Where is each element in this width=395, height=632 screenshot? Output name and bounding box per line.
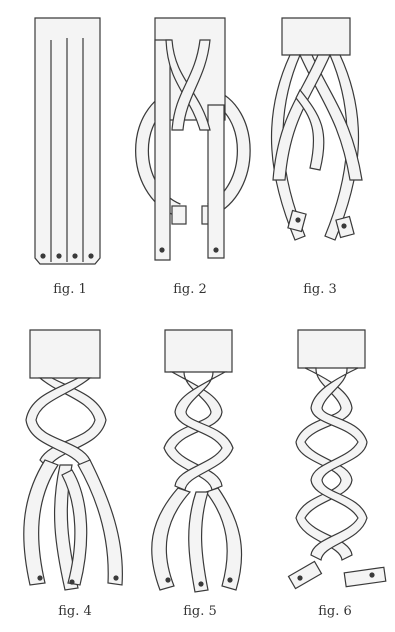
figure-4-drawing [24, 330, 123, 590]
figure-5-caption: fig. 5 [155, 604, 245, 619]
figure-3-drawing [271, 18, 362, 240]
figure-5-drawing [152, 330, 242, 592]
figure-1-caption: fig. 1 [25, 282, 115, 297]
figure-3-caption: fig. 3 [275, 282, 365, 297]
figure-6-drawing [289, 330, 386, 589]
figure-6-caption: fig. 6 [290, 604, 380, 619]
figure-2-drawing [142, 18, 244, 260]
figure-2-caption: fig. 2 [145, 282, 235, 297]
figure-1-drawing [35, 18, 100, 264]
figure-4-caption: fig. 4 [30, 604, 120, 619]
